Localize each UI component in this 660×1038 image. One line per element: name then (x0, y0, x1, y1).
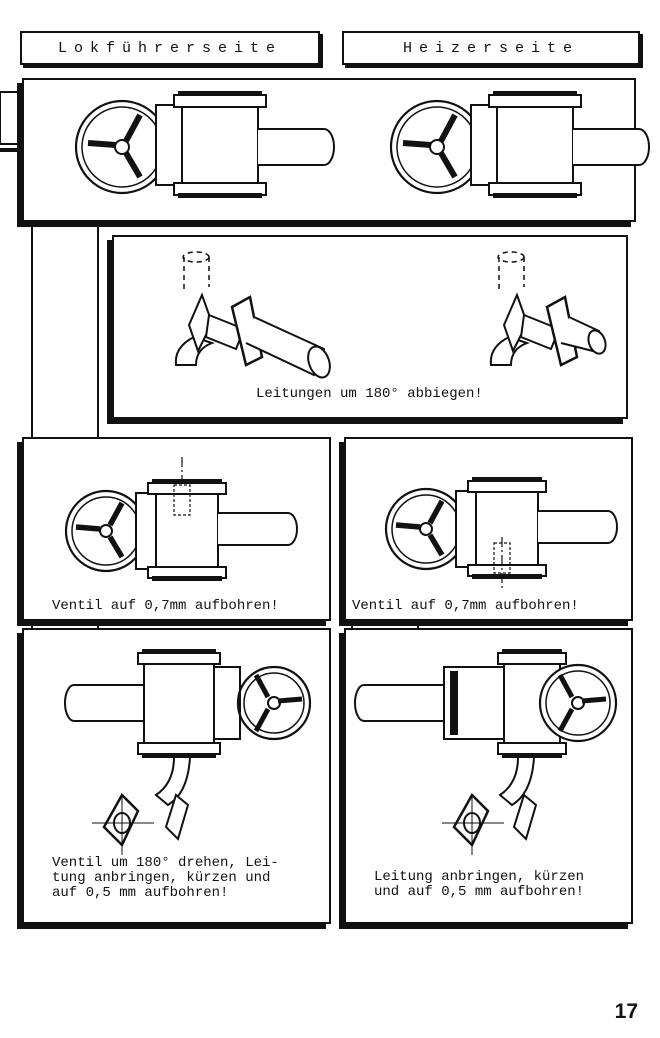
caption-bend: Leitungen um 180° abbiegen! (256, 386, 483, 402)
valve-final-right-figure (354, 649, 618, 855)
panel-final-left: Ventil um 180° drehen, Lei- tung anbring… (22, 628, 331, 924)
caption-final-right: Leitung anbringen, kürzen und auf 0,5 mm… (374, 869, 585, 900)
panel-final-right: Leitung anbringen, kürzen und auf 0,5 mm… (344, 628, 633, 924)
valve-final-left-figure (64, 649, 312, 855)
pipe-left-figure (174, 251, 331, 379)
valve-left-figure (74, 91, 335, 198)
pipe-right-figure (489, 251, 607, 367)
page-number: 17 (614, 1000, 638, 1023)
valve-right-figure (389, 91, 650, 198)
caption-drill-right: Ventil auf 0,7mm aufbohren! (352, 598, 579, 614)
header-lokfuehrerseite: Lokführerseite (20, 31, 320, 65)
caption-final-left: Ventil um 180° drehen, Lei- tung anbring… (52, 855, 279, 901)
panel-drill-right: Ventil auf 0,7mm aufbohren! (344, 437, 633, 621)
valve-drill-right-figure (384, 477, 618, 589)
panel-bend-pipes: Leitungen um 180° abbiegen! (112, 235, 628, 419)
panel-drill-left: Ventil auf 0,7mm aufbohren! (22, 437, 331, 621)
valve-drill-left-figure (64, 457, 298, 581)
caption-drill-left: Ventil auf 0,7mm aufbohren! (52, 598, 279, 614)
header-heizerseite: Heizerseite (342, 31, 640, 65)
panel-initial-valves (22, 78, 650, 222)
